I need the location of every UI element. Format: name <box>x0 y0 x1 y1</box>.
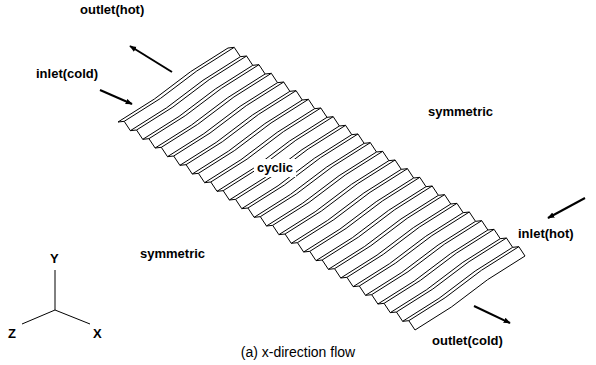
corrugation-ridge <box>242 135 352 209</box>
flow-arrow <box>548 198 585 218</box>
corrugation-ridge <box>403 247 513 321</box>
corrugation-ridge <box>130 57 240 131</box>
corrugation-ridge <box>291 169 401 243</box>
corrugation-ridge <box>310 177 420 251</box>
flow-arrow <box>130 46 172 72</box>
flow-arrow <box>100 90 132 104</box>
corrugation-ridge <box>390 239 500 313</box>
corrugation-ridge <box>118 48 228 122</box>
corrugation-ridge <box>378 230 488 304</box>
corrugation-ridge <box>359 212 469 286</box>
corrugation-ridge <box>223 117 333 191</box>
corrugation-ridge <box>211 108 321 182</box>
corrugation-ridge <box>372 221 482 295</box>
corrugation-ridge <box>415 256 525 330</box>
corrugation-ridge <box>304 178 414 252</box>
flow-label: inlet(hot) <box>518 226 574 242</box>
corrugation-ridge <box>180 91 290 165</box>
flow-label: outlet(cold) <box>432 333 503 349</box>
corrugation-ridge <box>297 169 407 243</box>
figure-caption: (a) x-direction flow <box>241 343 355 361</box>
axis-label: Y <box>50 251 59 267</box>
corrugation-ridge <box>143 65 253 139</box>
axis-line <box>22 310 55 324</box>
corrugation-ridge <box>322 186 432 260</box>
corrugation-ridge <box>285 160 395 234</box>
corrugation-ridge <box>217 117 327 191</box>
axis-line <box>55 310 90 324</box>
flow-label: outlet(hot) <box>80 2 144 18</box>
flow-arrow <box>474 306 510 323</box>
axis-label: Z <box>8 326 16 342</box>
corrugation-ridge <box>409 247 519 321</box>
boundary-label: symmetric <box>140 246 205 262</box>
corrugation-ridge <box>347 203 457 277</box>
corrugation-ridge <box>366 221 476 295</box>
boundary-label: symmetric <box>428 104 493 120</box>
corrugation-ridge <box>260 143 370 217</box>
corrugation-ridge <box>229 126 339 200</box>
axis-label: X <box>93 326 102 342</box>
corrugation-ridge <box>168 83 278 157</box>
corrugation-ridge <box>174 82 284 156</box>
axis-line <box>55 270 56 310</box>
corrugation-ridge <box>248 134 358 208</box>
corrugation-ridge <box>328 195 438 269</box>
corrugation-ridge <box>236 125 346 199</box>
corrugation-ridge <box>161 73 271 147</box>
corrugated-plate <box>118 47 525 330</box>
corrugation-ridge <box>316 187 426 261</box>
corrugation-ridge <box>186 91 296 165</box>
corrugation-ridge <box>353 213 463 287</box>
flow-label: inlet(cold) <box>36 66 98 82</box>
plate-edge <box>228 47 525 256</box>
corrugation-ridge <box>384 229 494 303</box>
corrugation-ridge <box>335 195 445 269</box>
corrugation-ridge <box>396 238 506 312</box>
boundary-label: cyclic <box>254 159 296 177</box>
corrugation-ridge <box>137 56 247 130</box>
corrugation-ridge <box>341 204 451 278</box>
corrugation-ridge <box>155 74 265 148</box>
plate-edge <box>118 121 415 330</box>
corrugation-ridge <box>149 65 259 139</box>
corrugation-ridge <box>124 47 234 121</box>
corrugation-ridge <box>254 143 364 217</box>
corrugation-ridge <box>205 109 315 183</box>
